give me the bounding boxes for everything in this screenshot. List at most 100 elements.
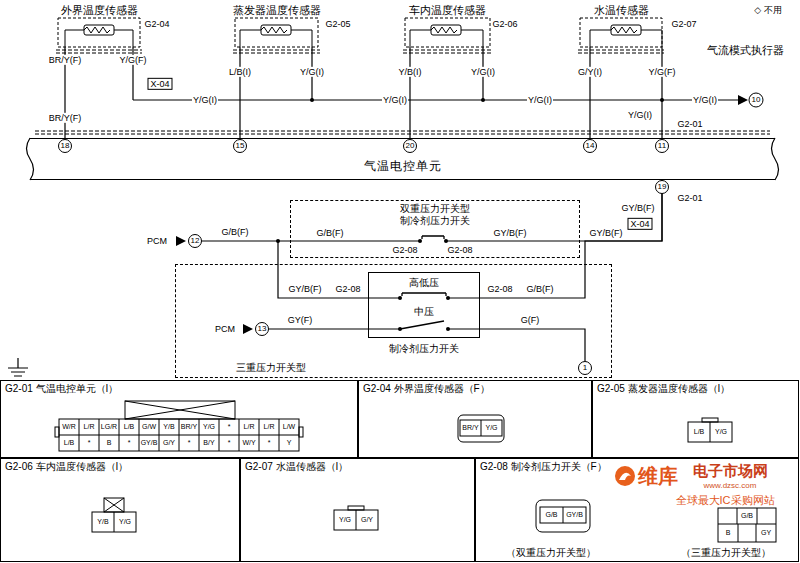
pin-code: Y/G [119, 518, 131, 526]
pin-code: G/B [741, 512, 753, 520]
wire-label: PCM [146, 236, 168, 246]
pin-code: L/B [64, 439, 75, 447]
junction-dot [310, 98, 314, 102]
box-text: 高低压 [369, 277, 479, 289]
wire-label: G2-07 [670, 19, 697, 29]
connector-panel: G2-05 蒸发器温度传感器（I） [592, 380, 799, 458]
wire-label: Y/G(I) [299, 67, 325, 77]
connector-face [710, 422, 711, 442]
pin-code: GY/B [566, 511, 583, 519]
wire-connector [409, 47, 410, 138]
wire-label: G/B(F) [526, 284, 555, 294]
pin-code: * [228, 423, 231, 431]
pin-code: G/Y [361, 516, 373, 524]
thermistor-symbol [611, 25, 641, 35]
pin-code: * [228, 439, 231, 447]
wire-label: G2-08 [486, 284, 513, 294]
wire-label: G/B(F) [316, 228, 345, 238]
connector-face [540, 507, 586, 523]
pin-code: Y/G [485, 424, 497, 432]
wire-label: GY/B(F) [288, 284, 323, 294]
wire-label: Y/G(I) [382, 95, 408, 105]
box-text: G2-07 水温传感器（I） [245, 461, 348, 473]
ground-symbol [8, 358, 28, 376]
sensor-box: 水温传感器 [580, 3, 662, 47]
wire-label: G2-08 [391, 245, 418, 255]
wire-label: GY/B(F) [589, 228, 624, 238]
connector-tag: X-04 [147, 78, 172, 90]
box-text: 车内温度传感器 [409, 3, 486, 17]
thermistor-symbol [261, 25, 291, 35]
pin-code: G/Y [163, 439, 175, 447]
pin-code: G/B [545, 511, 557, 519]
box-text: （双重压力开关型） [506, 547, 596, 559]
wire-label: G2-08 [446, 245, 473, 255]
ground-symbol [8, 358, 28, 376]
pin-code: L/R [84, 423, 95, 431]
connector-mark [35, 50, 770, 134]
pin-code: L/B [124, 423, 135, 431]
pin-code: BR/Y [181, 423, 197, 431]
box-text: 中压 [369, 306, 479, 318]
connector-mark [56, 50, 664, 53]
wire-label: Y/G(F) [119, 55, 148, 65]
connector-face [59, 419, 299, 451]
wire-label: G2-01 [676, 193, 703, 203]
watermark-logo [615, 466, 635, 486]
pin-code: L/R [264, 423, 275, 431]
connector-face [114, 512, 115, 532]
pin-code: * [128, 439, 131, 447]
sensor-box: 外界温度传感器 [57, 3, 142, 47]
wire-label: G2-05 [324, 19, 351, 29]
signal-arrow [176, 236, 186, 246]
callout-number: 1 [583, 363, 587, 372]
connector-mark [35, 131, 770, 134]
callout-circle [404, 140, 417, 153]
callout-circle [256, 323, 269, 336]
sensor-box: 车内温度传感器 [405, 3, 490, 47]
wire-connector [589, 47, 590, 138]
box-text: 三重压力开关型 [236, 362, 306, 374]
wire [278, 241, 480, 298]
callout-number: 14 [586, 141, 595, 150]
pin-code: G/W [142, 423, 156, 431]
thermistor-symbol [84, 25, 114, 35]
wire-label: PCM [214, 324, 236, 334]
thermistor-symbol [84, 25, 114, 35]
pin-code: Y [287, 439, 292, 447]
thermistor-symbol [431, 27, 457, 33]
wire-label: ◇ 不用 [753, 5, 782, 15]
pin-code: L/B [694, 428, 705, 436]
connector-face [125, 401, 235, 419]
watermark-logo [615, 466, 635, 486]
callout-circle [749, 93, 763, 107]
sensor-housing [405, 18, 490, 47]
callout-number: 11 [658, 141, 666, 150]
junction-dot [481, 98, 485, 102]
wire-label: BR/Y(F) [48, 55, 83, 65]
junction-dot [398, 296, 402, 300]
pin-code: * [188, 439, 191, 447]
connector-face [702, 418, 718, 422]
wire-label: Y/G(I) [692, 95, 718, 105]
wire-label: GY/B(F) [621, 203, 656, 213]
part-label: 气流模式执行器 [706, 44, 785, 57]
pin-code: BR/Y [462, 424, 478, 432]
box-text: 水温传感器 [594, 3, 649, 17]
connector-face [481, 420, 482, 436]
connector-face [356, 510, 357, 530]
wire [27, 47, 779, 361]
pin-code: Y/B [97, 518, 108, 526]
watermark: 电子市场网 [692, 462, 769, 479]
wire-connector [480, 180, 662, 298]
wire-connector [239, 47, 240, 138]
connector-face [348, 506, 364, 510]
thermistor-symbol [65, 30, 662, 47]
connector-face [334, 510, 378, 530]
switch-group-box: 三重压力开关型高低压中压制冷剂压力开关 [175, 264, 612, 378]
switch-contact [422, 236, 444, 239]
pin-code: Y/G [203, 423, 215, 431]
callout-circle [189, 235, 202, 248]
connector-face [718, 508, 776, 542]
